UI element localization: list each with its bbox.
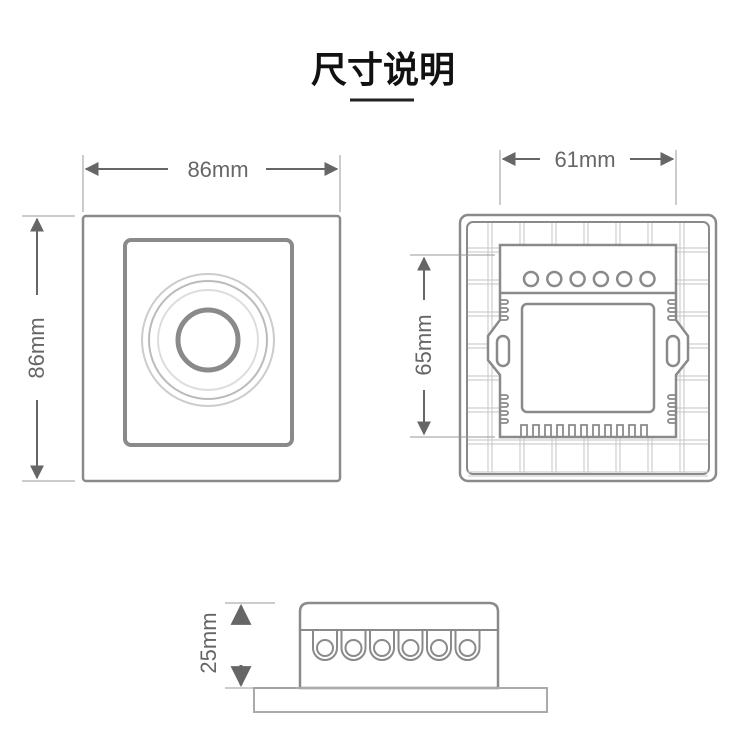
terminal-hole-icon — [430, 639, 448, 657]
vent-fin — [568, 424, 576, 437]
side-notch — [667, 307, 676, 313]
side-depth-label: 25mm — [196, 612, 221, 673]
side-notch — [500, 402, 509, 408]
terminal-screw-icon — [615, 270, 633, 288]
terminal-screw-icon — [592, 270, 610, 288]
vent-fin — [532, 424, 540, 437]
terminal-hole-icon — [401, 639, 420, 657]
side-notch — [500, 299, 509, 305]
side-notch — [667, 394, 676, 400]
vent-fin — [580, 424, 588, 437]
front-width-label: 86mm — [187, 157, 248, 182]
back-height-dimension: 65mm — [410, 254, 495, 438]
terminal-screw-icon — [546, 270, 563, 288]
terminal-hole-icon — [458, 639, 477, 657]
vent-fin — [520, 424, 528, 437]
back-height-label: 65mm — [411, 314, 436, 375]
vent-fin — [592, 424, 600, 437]
side-notch — [667, 402, 676, 408]
terminal-screw-icon — [569, 270, 586, 288]
side-notch — [500, 394, 509, 400]
side-notch — [667, 299, 676, 305]
vent-fin — [616, 424, 624, 437]
vent-fin — [640, 424, 648, 437]
side-notch — [500, 315, 509, 321]
back-width-label: 61mm — [554, 147, 615, 172]
side-notch — [500, 307, 509, 313]
side-notch — [500, 410, 509, 416]
terminal-hole-icon — [373, 639, 391, 657]
vent-fin — [544, 424, 552, 437]
front-height-dimension: 86mm — [22, 215, 75, 482]
front-view — [81, 214, 342, 483]
vent-fin — [604, 424, 612, 437]
page-title: 尺寸说明 — [311, 50, 455, 91]
side-depth-dimension: 25mm — [196, 602, 296, 689]
side-notch — [667, 410, 676, 416]
front-width-dimension: 86mm — [82, 155, 341, 212]
terminal-hole-icon — [344, 639, 363, 657]
side-view — [253, 601, 548, 713]
vent-fin — [556, 424, 564, 437]
terminal-screw-icon — [522, 270, 540, 288]
front-height-label: 86mm — [24, 317, 49, 378]
side-notch — [500, 418, 509, 424]
side-notch — [667, 315, 676, 321]
side-notch — [667, 418, 676, 424]
back-width-dimension: 61mm — [499, 147, 677, 205]
terminal-hole-icon — [316, 639, 334, 657]
terminal-screw-icon — [639, 270, 656, 288]
vent-fin — [628, 424, 636, 437]
back-view — [458, 213, 718, 483]
